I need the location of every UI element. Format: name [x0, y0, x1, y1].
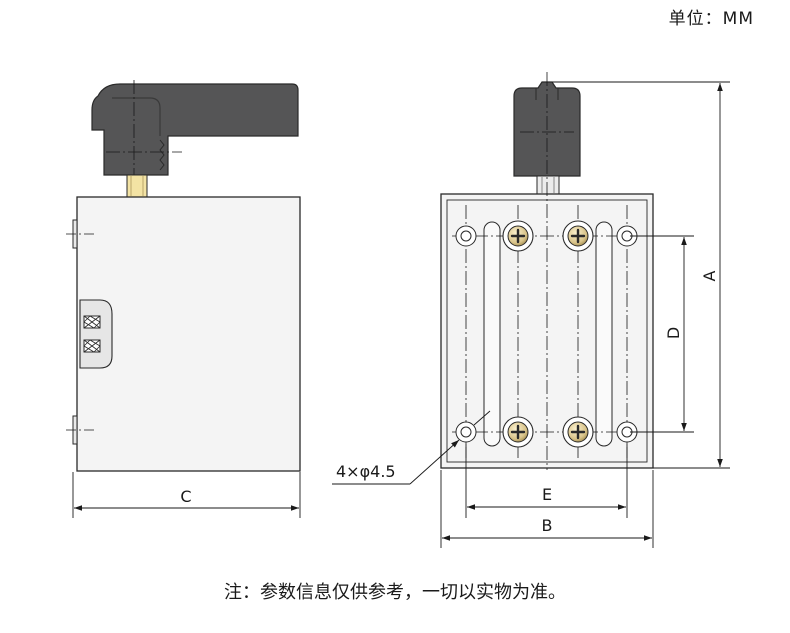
footnote: 注：参数信息仅供参考，一切以实物为准。 [224, 582, 566, 603]
side-terminal [79, 299, 113, 369]
dimension-b-label: B [542, 516, 553, 535]
terminal-screws [502, 220, 594, 448]
mounting-holes [455, 225, 638, 443]
side-handle [91, 83, 299, 176]
side-body [76, 196, 301, 472]
dimension-a-label: A [700, 270, 719, 281]
front-shaft [536, 175, 560, 195]
dimension-e-label: E [542, 485, 552, 504]
front-view: A D E B 4×φ4.5 [332, 72, 730, 548]
hole-spec-label: 4×φ4.5 [336, 462, 396, 481]
unit-label: 单位：MM [668, 9, 754, 29]
dimension-c-label: C [180, 487, 191, 506]
side-view: C [66, 80, 301, 518]
dimension-d-label: D [664, 327, 683, 339]
side-shaft [126, 174, 148, 198]
